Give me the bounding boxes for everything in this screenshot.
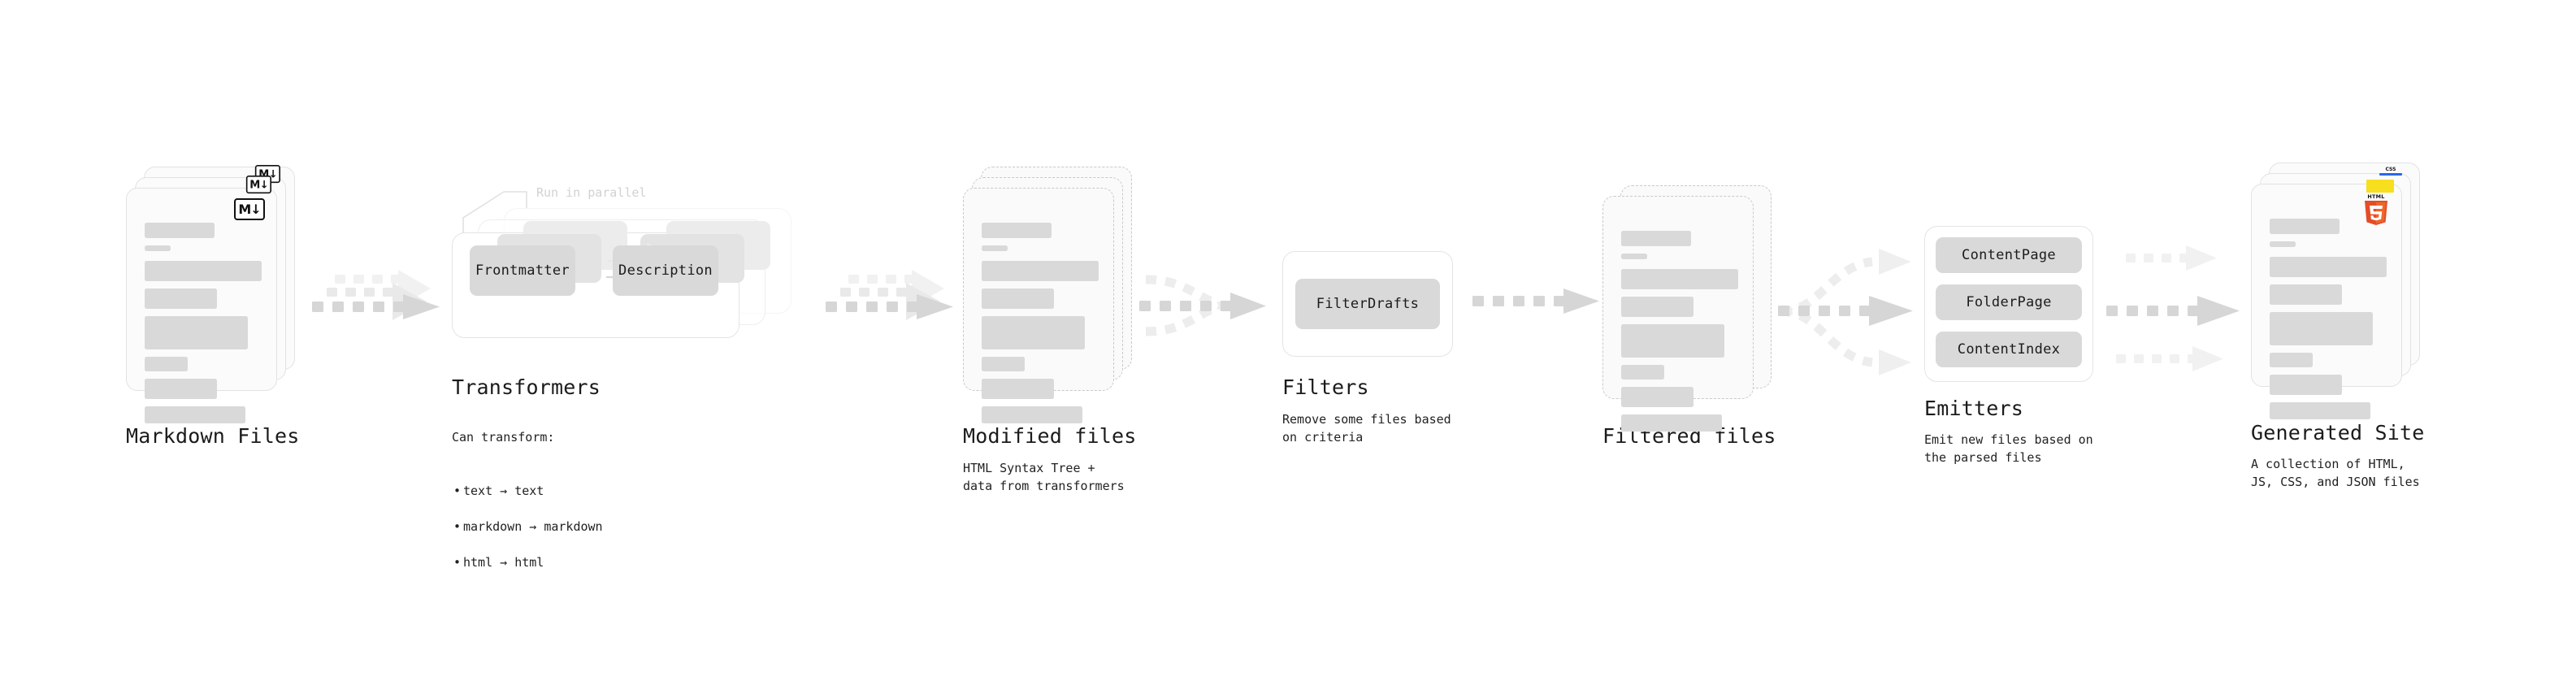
- placeholder-line: [2270, 402, 2370, 419]
- markdown-badge-back-1: M↓: [245, 176, 271, 194]
- modified-file-card-front: [963, 188, 1114, 423]
- html5-badge: HTML: [2365, 193, 2387, 225]
- placeholder-line: [982, 316, 1085, 349]
- arrow-markdown-to-transformers: [312, 270, 440, 320]
- filtered-file-card-front: [1602, 196, 1754, 432]
- placeholder-line: [1621, 414, 1722, 432]
- arrow-modified-to-filters: [1139, 275, 1266, 336]
- svg-text:HTML: HTML: [2367, 193, 2384, 200]
- transformer-chip-frontmatter-label: Frontmatter: [475, 262, 570, 279]
- placeholder-line: [982, 406, 1082, 423]
- placeholder-line: [982, 245, 1008, 251]
- emitter-chip-contentpage[interactable]: ContentPage: [1936, 237, 2082, 273]
- arrow-filters-to-filtered: [1472, 288, 1599, 314]
- placeholder-line: [982, 288, 1055, 309]
- arrow-filtered-to-emitters: [1778, 249, 1913, 375]
- placeholder-line: [982, 357, 1026, 371]
- filter-chip-filterdrafts[interactable]: FilterDrafts: [1295, 279, 1440, 329]
- modified-card-placeholder-lines: [982, 223, 1099, 423]
- placeholder-line: [145, 261, 262, 281]
- css-badge-label: CSS: [2385, 167, 2396, 172]
- placeholder-line: [1621, 324, 1724, 358]
- placeholder-line: [982, 261, 1099, 281]
- transformers-bullet: html → html: [452, 553, 603, 571]
- placeholder-line: [145, 245, 171, 251]
- emitters-description: Emit new files based on the parsed files: [1924, 432, 2093, 465]
- markdown-files-title: Markdown Files: [126, 424, 300, 448]
- placeholder-line: [145, 316, 248, 349]
- placeholder-line: [1621, 231, 1692, 246]
- transformer-chip-frontmatter[interactable]: Frontmatter: [470, 245, 575, 296]
- placeholder-line: [145, 288, 218, 309]
- emitter-chip-contentindex-label: ContentIndex: [1957, 341, 2061, 358]
- js-badge: [2366, 180, 2394, 193]
- generated-site-card-front: HTML: [2251, 184, 2402, 419]
- generated-site-placeholder-lines: [2270, 219, 2387, 419]
- placeholder-line: [145, 379, 218, 399]
- markdown-card-placeholder-lines: [145, 223, 262, 423]
- modified-files-title: Modified files: [963, 424, 1137, 448]
- markdown-badge: M↓: [234, 198, 265, 220]
- placeholder-line: [2270, 375, 2343, 395]
- placeholder-line: [1621, 297, 1694, 317]
- filters-description: Remove some files based on criteria: [1282, 412, 1451, 445]
- placeholder-line: [1621, 254, 1647, 259]
- transformer-chip-description[interactable]: Description: [613, 245, 718, 296]
- arrow-transformers-to-modified: [826, 270, 953, 320]
- filter-chip-filterdrafts-label: FilterDrafts: [1316, 296, 1420, 312]
- placeholder-line: [982, 223, 1052, 238]
- placeholder-line: [2270, 284, 2343, 305]
- transformers-bullet: text → text: [452, 482, 603, 500]
- placeholder-line: [1621, 365, 1665, 380]
- filtered-card-placeholder-lines: [1621, 231, 1738, 432]
- filters-title: Filters: [1282, 375, 1369, 399]
- placeholder-line: [2270, 241, 2296, 247]
- run-in-parallel-bracket-icon: [462, 191, 527, 237]
- arrow-emitters-to-site: [2106, 245, 2240, 371]
- transformers-description-heading: Can transform:: [452, 430, 555, 445]
- transformers-bullet: markdown → markdown: [452, 518, 603, 536]
- emitter-chip-folderpage[interactable]: FolderPage: [1936, 284, 2082, 320]
- placeholder-line: [982, 379, 1055, 399]
- emitters-title: Emitters: [1924, 397, 2024, 420]
- run-in-parallel-label: Run in parallel: [536, 185, 647, 200]
- modified-files-description: HTML Syntax Tree + data from transformer…: [963, 461, 1125, 493]
- emitter-chip-contentpage-label: ContentPage: [1962, 247, 2056, 263]
- placeholder-line: [145, 357, 189, 371]
- placeholder-line: [1621, 269, 1738, 289]
- placeholder-line: [2270, 257, 2387, 277]
- emitter-chip-contentindex[interactable]: ContentIndex: [1936, 332, 2082, 367]
- emitter-chip-folderpage-label: FolderPage: [1966, 294, 2052, 310]
- placeholder-line: [145, 223, 215, 238]
- generated-site-description: A collection of HTML, JS, CSS, and JSON …: [2251, 457, 2420, 489]
- css-badge-bar: [2379, 173, 2402, 176]
- css-badge: CSS: [2379, 167, 2402, 176]
- transformer-chip-description-label: Description: [618, 262, 713, 279]
- generated-site-title: Generated Site: [2251, 421, 2425, 445]
- placeholder-line: [2270, 353, 2314, 367]
- markdown-file-card-front: M↓: [126, 188, 277, 423]
- transformers-description: Can transform: text → text markdown → ma…: [452, 410, 603, 607]
- placeholder-line: [2270, 219, 2340, 234]
- transformers-title: Transformers: [452, 375, 601, 399]
- placeholder-line: [1621, 387, 1694, 407]
- placeholder-line: [145, 406, 245, 423]
- placeholder-line: [2270, 312, 2373, 345]
- transformers-bullet-list: text → text markdown → markdown html → h…: [452, 464, 603, 589]
